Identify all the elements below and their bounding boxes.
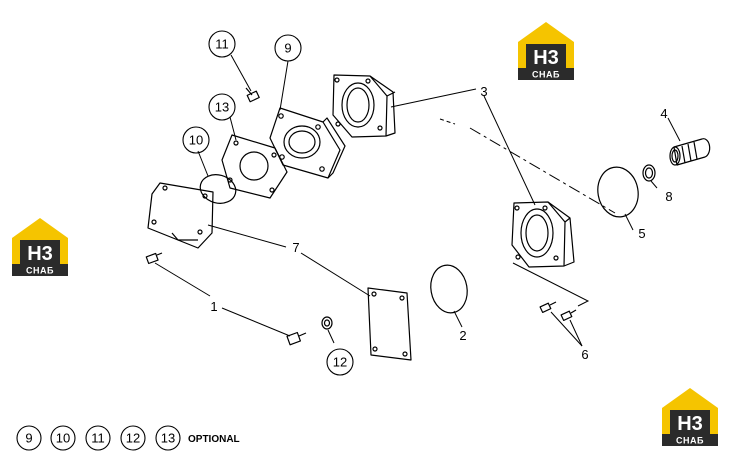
bolt-6-left	[539, 301, 557, 314]
brand-logo-top-right: H3 СНАБ	[518, 22, 574, 80]
callout-circle-9	[274, 34, 302, 62]
callout-circle-13	[208, 93, 236, 121]
legend-circle	[50, 425, 76, 451]
gasket-13	[221, 134, 288, 199]
legend-number: 9	[25, 431, 32, 446]
legend-number: 11	[91, 431, 105, 446]
bolt-1-lower	[286, 331, 307, 346]
washer-12	[321, 316, 333, 330]
callout-circle-11	[208, 30, 236, 58]
callout-circle-10	[182, 126, 210, 154]
bolt-1-upper	[145, 252, 163, 265]
callout-1: 1	[210, 299, 217, 314]
callout-12: 12	[333, 355, 347, 370]
o-ring-5	[597, 166, 639, 218]
callout-10: 10	[189, 133, 203, 148]
brand-logo-bottom-right: H3 СНАБ	[662, 388, 718, 446]
logo-sub-text: СНАБ	[532, 70, 560, 80]
callout-3: 3	[480, 84, 487, 99]
legend-number: 12	[126, 431, 140, 446]
callout-8: 8	[665, 189, 672, 204]
callout-9: 9	[284, 41, 291, 56]
logo-mark-text: H3	[27, 243, 53, 265]
optional-label: OPTIONAL	[188, 434, 240, 445]
o-ring-2	[430, 264, 468, 314]
legend-circle	[120, 425, 146, 451]
bolt-11	[245, 87, 260, 103]
callout-2: 2	[459, 328, 466, 343]
legend-circle	[155, 425, 181, 451]
legend-circle	[16, 425, 42, 451]
callout-11: 11	[215, 37, 229, 52]
callout-13: 13	[215, 100, 229, 115]
optional-legend: 9 10 11 12 13 OPTIONAL	[16, 425, 240, 451]
logo-sub-text: СНАБ	[26, 266, 54, 276]
pump-housing-upper	[332, 74, 396, 138]
legend-circle	[85, 425, 111, 451]
legend-number: 10	[56, 431, 70, 446]
brand-logo-left: H3 СНАБ	[12, 218, 68, 276]
callout-5: 5	[638, 226, 645, 241]
cover-plate-lower	[367, 287, 412, 361]
o-ring-10	[199, 174, 237, 204]
retaining-ring-8	[642, 164, 656, 182]
bolt-6-right	[560, 309, 577, 322]
cover-plate-upper	[147, 182, 214, 249]
callout-circle-12	[326, 348, 354, 376]
callout-4: 4	[660, 106, 667, 121]
logo-mark-text: H3	[533, 47, 559, 69]
flange-adapter-9	[269, 107, 346, 179]
logo-sub-text: СНАБ	[676, 436, 704, 446]
logo-mark-text: H3	[677, 413, 703, 435]
legend-number: 13	[161, 431, 175, 446]
pump-housing-lower	[511, 201, 575, 268]
callout-7: 7	[292, 240, 299, 255]
leader-lines	[154, 54, 681, 347]
coupling-sleeve-4	[669, 138, 711, 166]
callout-6: 6	[581, 347, 588, 362]
